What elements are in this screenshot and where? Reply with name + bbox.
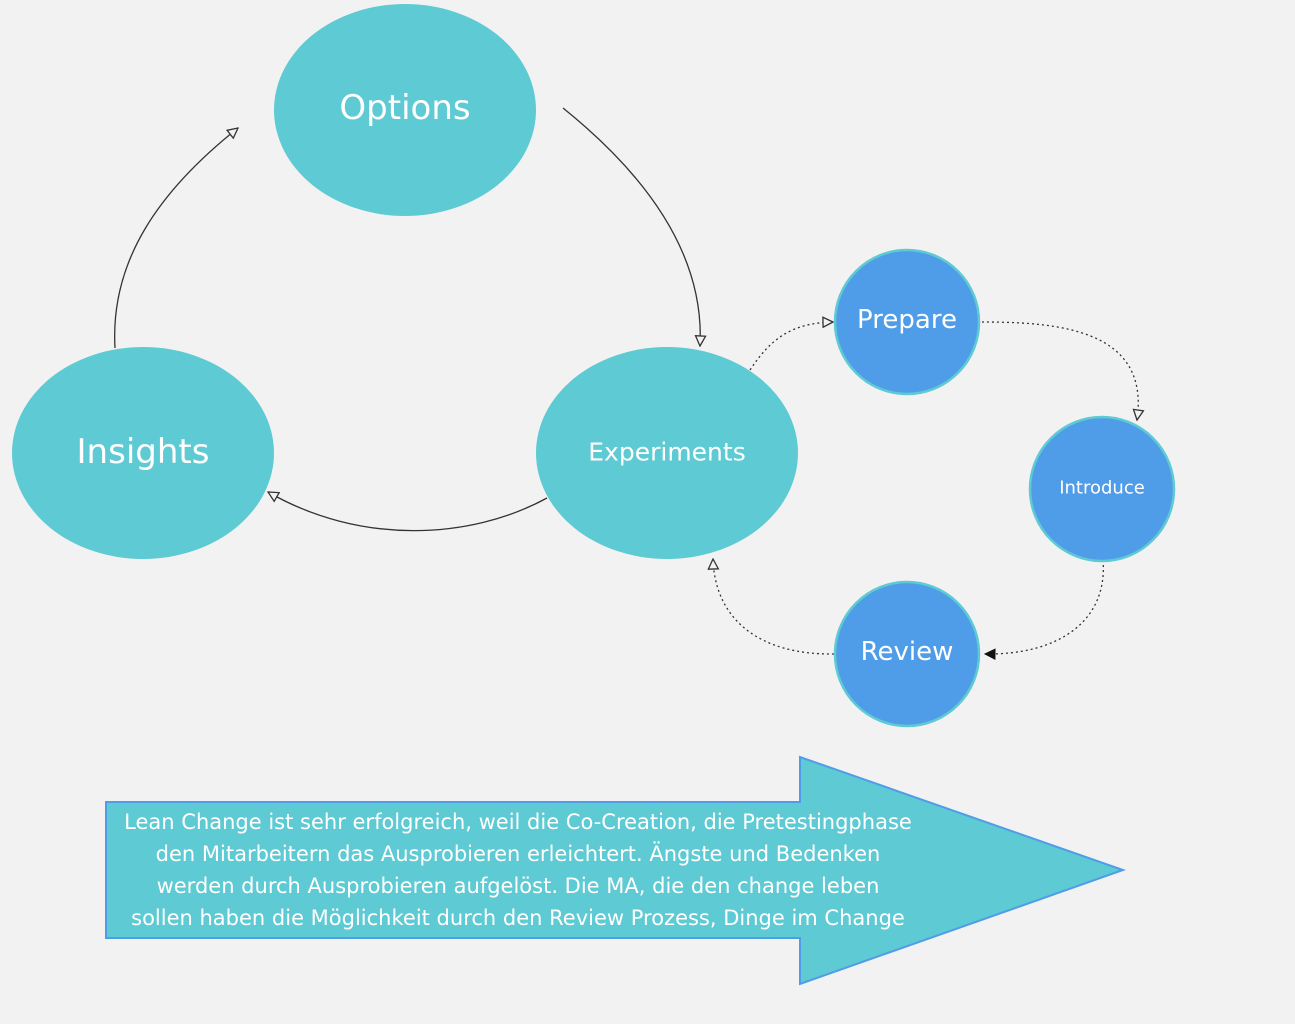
node-introduce[interactable]: Introduce	[1028, 415, 1176, 563]
connector-prepare-to-introduce	[981, 321, 1138, 420]
connector-options-to-experiments	[562, 107, 700, 346]
node-options[interactable]: Options	[274, 4, 536, 216]
node-prepare[interactable]: Prepare	[833, 248, 981, 396]
node-review[interactable]: Review	[833, 580, 981, 728]
node-prepare-label: Prepare	[857, 305, 957, 335]
arrow-note-text: Lean Change ist sehr erfolgreich, weil d…	[124, 810, 912, 930]
node-experiments[interactable]: Experiments	[536, 347, 798, 559]
node-insights-label: Insights	[77, 432, 210, 472]
node-introduce-label: Introduce	[1059, 478, 1145, 499]
connector-introduce-to-review	[985, 559, 1104, 654]
node-options-label: Options	[339, 88, 470, 128]
connector-experiments-to-insights	[268, 492, 548, 532]
big-arrow-shape	[105, 755, 1127, 986]
node-review-label: Review	[861, 637, 954, 667]
connector-insights-to-options	[114, 128, 238, 349]
node-experiments-label: Experiments	[588, 438, 745, 467]
connector-review-to-experiments	[713, 559, 835, 655]
node-insights[interactable]: Insights	[12, 347, 274, 559]
connector-experiments-to-prepare	[749, 322, 833, 371]
